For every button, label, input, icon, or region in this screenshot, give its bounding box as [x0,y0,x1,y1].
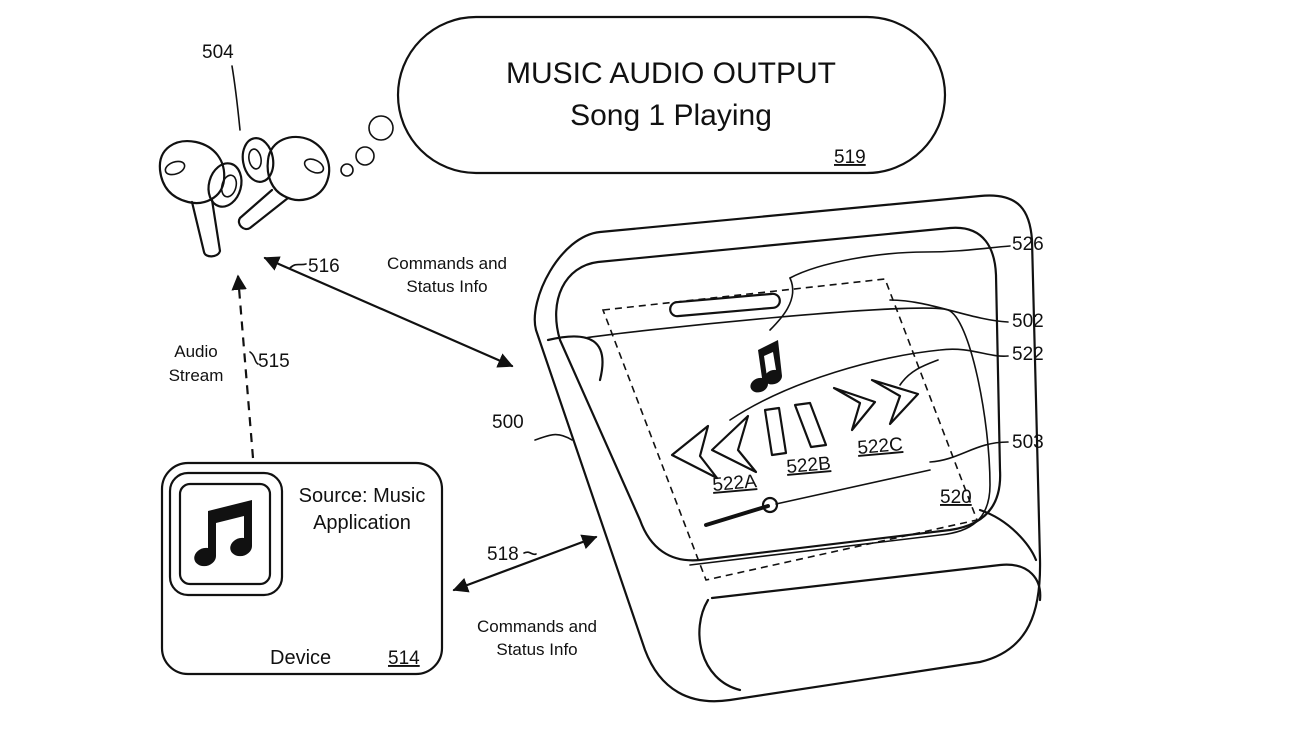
prev-button[interactable] [670,414,758,480]
case-lid [555,226,1002,562]
screen-area [584,307,991,566]
ref-500: 500 [492,412,524,433]
ref-516-leader [289,263,307,269]
label-515-line1: Audio [174,342,217,361]
left-earbud [158,140,243,258]
case-seam [546,335,1038,692]
device-label: Device [270,647,331,669]
device-outline [160,461,444,676]
earbuds-ref-leader [231,65,241,131]
bubble-dot-large [368,115,394,141]
ref-522c: 522C [857,434,904,459]
leader-503 [929,441,1009,463]
bubble-ref: 519 [834,147,866,168]
case-bottom [710,563,1042,602]
bubble-subtitle: Song 1 Playing [570,99,772,132]
leader-526-tail [769,277,794,331]
ref-515-leader [249,351,259,365]
pause-bar-2 [793,401,828,449]
next-button[interactable] [832,378,920,432]
ref-518: 518 [487,544,519,565]
leader-522 [729,348,1009,421]
label-515-line2: Stream [169,366,224,385]
leader-502 [889,299,1009,323]
ref-518-leader [523,551,537,556]
thought-bubble: MUSIC AUDIO OUTPUT Song 1 Playing 519 [340,15,947,177]
label-516-line2: Status Info [406,277,487,296]
leader-522-tail [899,359,939,386]
arrow-515 [231,274,255,459]
prev-chevron-2 [710,414,758,474]
link-commands-top: 516 Commands and Status Info [263,254,514,368]
prev-chevron-1 [670,424,719,480]
next-chevron-1 [832,386,877,432]
ref-503: 503 [1012,432,1044,453]
bubble-outline [396,15,947,175]
next-chevron-2 [870,378,920,426]
arrow-516 [263,256,514,368]
label-518-line1: Commands and [477,617,597,636]
pause-bar-1 [763,406,788,457]
ref-516: 516 [308,256,340,277]
ref-522: 522 [1012,344,1044,365]
earbuds-ref: 504 [202,42,234,63]
slider-knob[interactable] [761,496,779,514]
ref-526: 526 [1012,234,1044,255]
note-icon [750,340,782,393]
ref-502: 502 [1012,311,1044,332]
leader-500 [534,433,573,441]
app-icon-inner [178,482,272,586]
right-earbud [237,135,331,231]
ref-522a: 522A [712,471,758,496]
pause-button[interactable] [763,401,828,457]
ref-515: 515 [258,351,290,372]
device-ref: 514 [388,648,420,669]
link-audio-stream: 515 Audio Stream [169,274,290,459]
ref-520: 520 [940,487,972,508]
bubble-dot-medium [355,146,375,166]
device-source-line2: Application [313,512,411,534]
case-hinge-slot [669,292,781,318]
app-icon-frame [168,471,284,597]
display-region [601,278,979,581]
ref-522b: 522B [786,453,832,478]
music-note-icon [194,500,253,567]
case-outer [533,194,1042,703]
device: Source: Music Application Device 514 [160,461,444,676]
device-source-line1: Source: Music [299,485,426,507]
charging-case: 522A 522B 522C 520 526 502 522 503 500 [492,194,1044,703]
slider-remaining [775,469,931,505]
label-516-line1: Commands and [387,254,507,273]
progress-slider[interactable] [704,469,931,527]
bubble-dot-small [340,163,354,177]
label-518-line2: Status Info [496,640,577,659]
leader-526 [789,245,1011,279]
slider-played [704,504,770,527]
arrow-518 [452,534,598,593]
link-commands-bottom: 518 Commands and Status Info [452,534,598,659]
bubble-title: MUSIC AUDIO OUTPUT [506,57,836,90]
earbuds: 504 [158,42,331,258]
